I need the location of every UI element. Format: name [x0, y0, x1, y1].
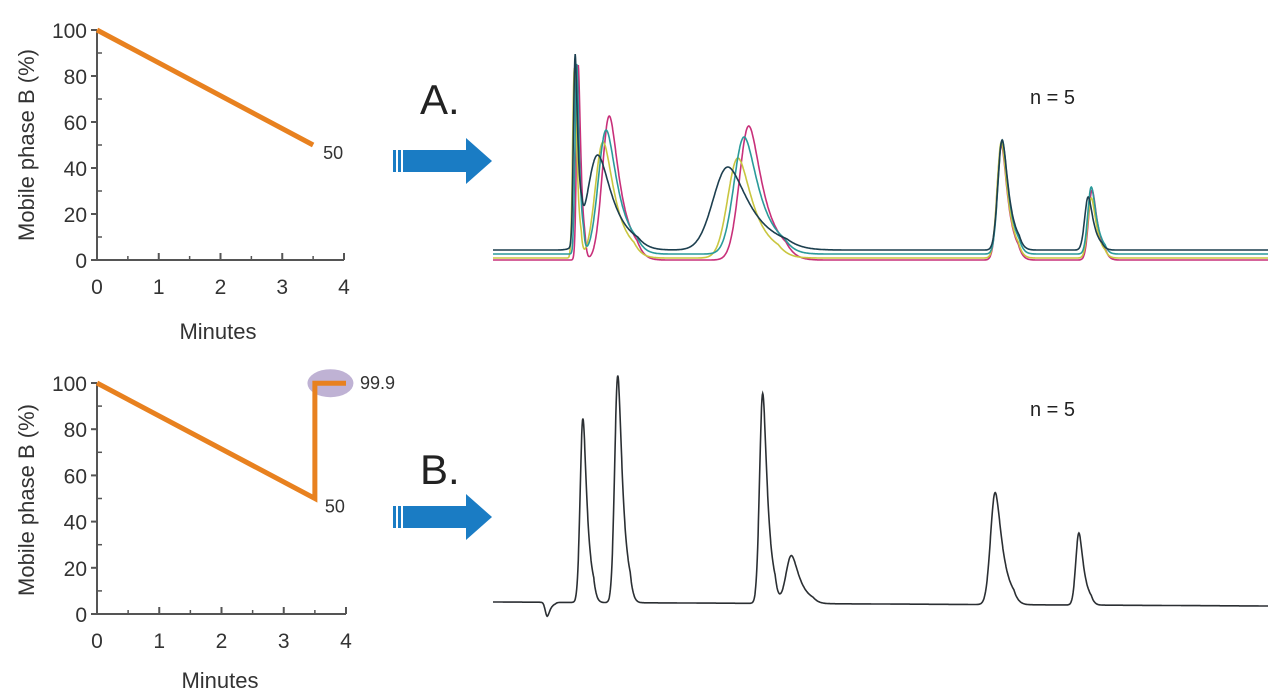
y-tick-label: 60	[64, 465, 87, 488]
x-tick-label: 3	[276, 276, 288, 299]
x-axis-title: Minutes	[179, 319, 256, 344]
x-tick-label: 3	[278, 630, 290, 653]
point-annotation: 50	[323, 143, 343, 163]
chromatogram-a	[493, 54, 1268, 261]
chromatogram-b	[493, 375, 1268, 618]
gradient-line	[95, 380, 346, 503]
x-tick-label: 4	[340, 630, 352, 653]
y-tick-label: 60	[64, 112, 87, 135]
x-tick-label: 4	[338, 276, 350, 299]
point-annotation: 99.9	[360, 373, 395, 393]
x-axis-title: Minutes	[181, 668, 258, 692]
chromatogram-trace	[493, 67, 1268, 259]
chromatogram-trace	[493, 63, 1268, 255]
y-tick-label: 100	[52, 20, 87, 43]
y-tick-label: 0	[75, 250, 87, 273]
replicate-count-b: n = 5	[1030, 399, 1075, 421]
y-tick-label: 100	[52, 373, 87, 396]
gradient-line	[95, 27, 315, 148]
replicate-count-a: n = 5	[1030, 87, 1075, 109]
y-axis-title: Mobile phase B (%)	[14, 49, 39, 241]
chromatogram-trace	[493, 375, 1268, 618]
chromatogram-trace	[493, 54, 1268, 251]
chromatogram-trace	[493, 64, 1268, 261]
x-tick-label: 1	[153, 630, 165, 653]
panel-label-a: A.	[420, 76, 460, 123]
y-tick-label: 80	[64, 66, 87, 89]
y-axis-title: Mobile phase B (%)	[14, 404, 39, 596]
x-tick-label: 2	[216, 630, 228, 653]
gradient-chart-a: Mobile phase B (%) Minutes 0 20 40 60 80 100 0…	[14, 20, 350, 344]
x-tick-label: 0	[91, 276, 103, 299]
x-tick-label: 0	[91, 630, 103, 653]
y-tick-label: 0	[75, 604, 87, 627]
y-tick-label: 80	[64, 419, 87, 442]
y-tick-label: 40	[64, 158, 87, 181]
point-annotation: 50	[325, 497, 345, 517]
arrow-a	[393, 138, 492, 184]
panel-label-b: B.	[420, 446, 460, 493]
x-tick-label: 1	[153, 276, 165, 299]
arrow-b	[393, 494, 492, 540]
x-tick-label: 2	[215, 276, 227, 299]
y-tick-label: 40	[64, 512, 87, 535]
gradient-chart-b: Mobile phase B (%) Minutes 0 20 40 60 80 100 0…	[14, 369, 395, 692]
y-tick-label: 20	[64, 558, 87, 581]
y-tick-label: 20	[64, 204, 87, 227]
